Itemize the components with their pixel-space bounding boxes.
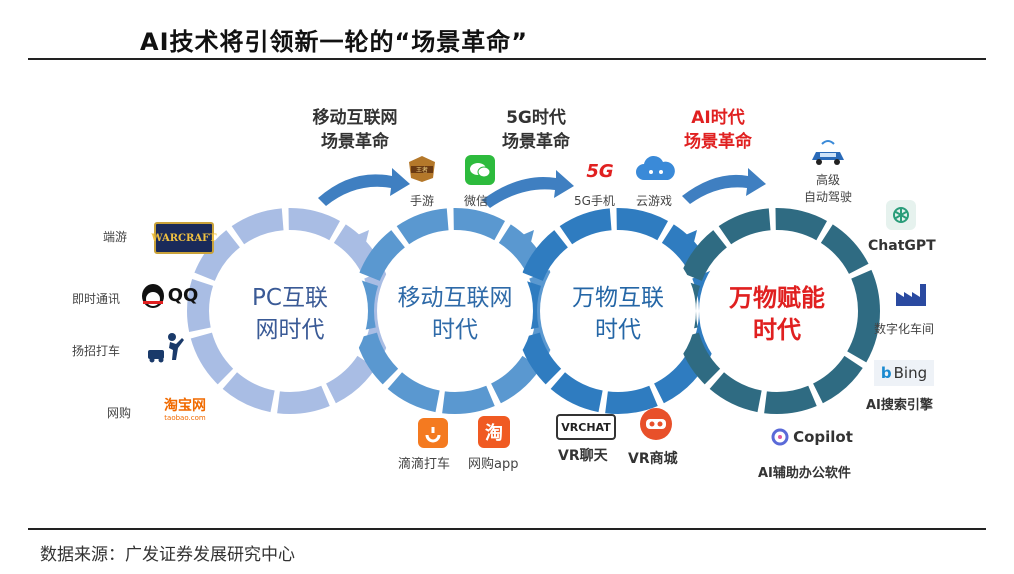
mobile-app-label-2: 微信 — [464, 194, 489, 208]
bing-logo-icon: b Bing — [874, 360, 934, 386]
ai-app-label-4: AI搜索引擎 — [866, 398, 933, 413]
source-note: 数据来源：广发证券发展研究中心 — [40, 545, 295, 565]
vrchat-logo-icon: VRCHAT — [556, 414, 616, 440]
pc-app-label-1: 端游 — [103, 230, 128, 244]
era-label-pc: PC互联网时代 — [252, 285, 328, 343]
ai-app-label-3: 数字化车间 — [874, 322, 935, 336]
transition-arrow-2 — [482, 170, 574, 208]
svg-text:王者: 王者 — [416, 167, 428, 174]
vr-mall-icon — [640, 408, 672, 440]
5g-logo-icon: 5G — [586, 160, 614, 182]
bottom-divider — [28, 528, 986, 530]
era-label-iot: 万物互联时代 — [572, 285, 664, 343]
taxi-icon — [146, 332, 186, 364]
mobile-app-label-1: 手游 — [410, 194, 435, 208]
pc-app-label-2: 即时通讯 — [72, 292, 121, 306]
revolution-mobile: 移动互联网场景革命 — [312, 108, 398, 152]
ring-arrowhead-2 — [520, 230, 534, 246]
iot-app-label-2: 云游戏 — [636, 194, 673, 208]
copilot-logo-icon: Copilot — [766, 424, 858, 450]
chatgpt-icon — [886, 200, 916, 230]
cloud-game-icon — [636, 154, 676, 184]
top-divider — [28, 58, 986, 60]
mobile-app-label-3: 滴滴打车 — [398, 457, 451, 472]
factory-icon — [894, 280, 930, 308]
revolution-ai: AI时代场景革命 — [684, 108, 752, 152]
era-label-ai: 万物赋能时代 — [729, 284, 825, 344]
ai-app-label-2: ChatGPT — [868, 238, 936, 254]
qq-logo-icon: QQ — [138, 280, 200, 310]
iot-app-label-1: 5G手机 — [574, 194, 615, 208]
page-title: AI技术将引领新一轮的“场景革命” — [140, 28, 529, 56]
mobile-game-icon: 王者 — [405, 154, 439, 184]
autonomous-car-icon — [808, 138, 848, 168]
pc-app-label-4: 网购 — [107, 406, 132, 420]
iot-app-label-3: VR聊天 — [558, 448, 608, 464]
ai-app-label-1: 高级自动驾驶 — [803, 173, 852, 204]
ai-app-label-5: AI辅助办公软件 — [758, 466, 851, 481]
taobao-app-icon: 淘 — [478, 416, 510, 448]
taobao-logo-icon: 淘宝网 taobao.com — [164, 398, 206, 423]
mobile-app-label-4: 网购app — [468, 457, 519, 472]
didi-icon — [418, 418, 448, 448]
era-label-mobile: 移动互联网时代 — [397, 285, 513, 343]
wechat-icon — [465, 155, 495, 185]
ring-arrowhead-1 — [355, 230, 369, 246]
transition-arrow-1 — [318, 168, 410, 206]
transition-arrow-3 — [682, 168, 766, 204]
iot-app-label-4: VR商城 — [628, 451, 678, 467]
warcraft-logo-icon: WARCRAFT — [151, 222, 217, 254]
ring-arrowhead-3 — [683, 230, 697, 246]
revolution-5g: 5G时代场景革命 — [502, 108, 570, 152]
pc-app-label-3: 扬招打车 — [72, 344, 121, 358]
